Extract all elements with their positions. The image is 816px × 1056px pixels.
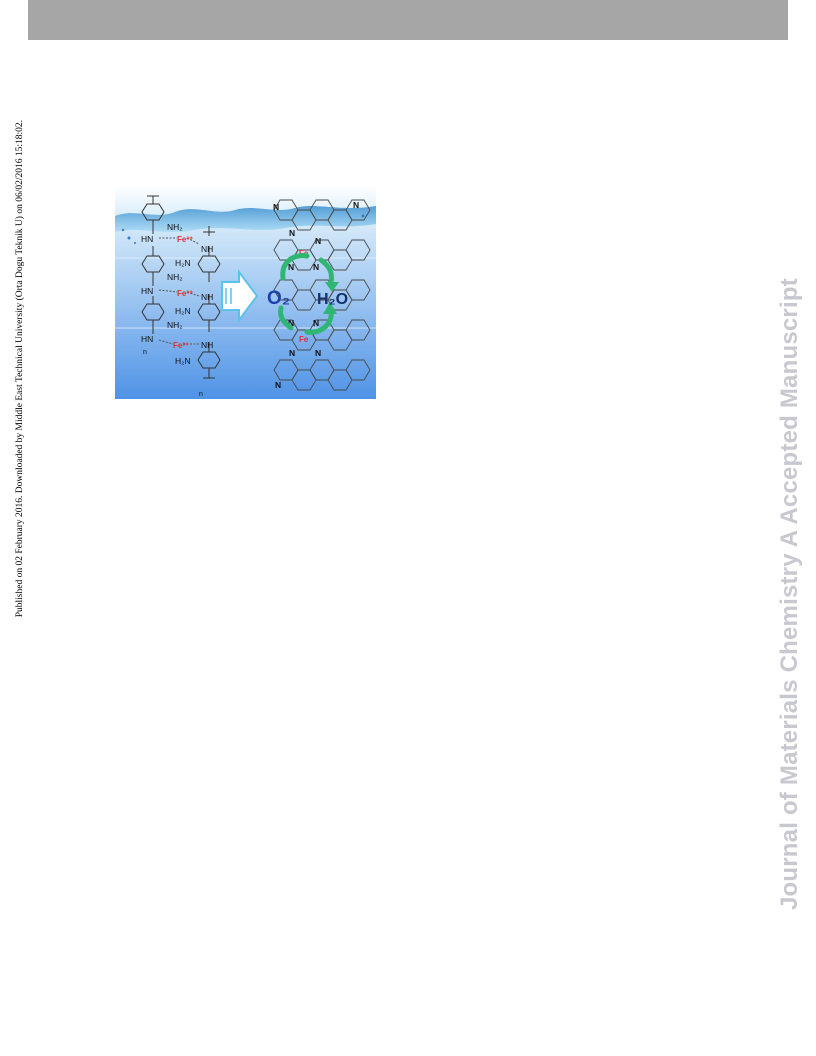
graphic-svg: NH₂ HN NH H₂N NH₂ HN NH H₂N NH₂ HN NH H₂… <box>115 186 376 399</box>
label-nh-1: NH <box>201 244 213 254</box>
label-h2o: H₂O <box>317 291 348 308</box>
label-nh2-2: NH₂ <box>167 272 183 282</box>
label-n-11: N <box>275 380 281 390</box>
toc-graphic: NH₂ HN NH H₂N NH₂ HN NH H₂N NH₂ HN NH H₂… <box>115 186 376 399</box>
label-n-2: N <box>353 200 359 210</box>
label-fe3-3: Fe³⁺ <box>173 341 189 350</box>
coordination-bonds <box>158 237 200 345</box>
cycle-arrowheads <box>323 282 339 314</box>
label-n-5: N <box>288 262 294 272</box>
label-nh2-3: NH₂ <box>167 320 183 330</box>
label-hn-1: HN <box>141 234 153 244</box>
label-fe-bottom: Fe <box>299 335 309 344</box>
label-o2: O₂ <box>267 288 290 309</box>
label-n-10: N <box>315 348 321 358</box>
label-fe3-2: Fe³⁺ <box>177 289 193 298</box>
polymer-chain <box>141 195 221 379</box>
label-hn-2: HN <box>141 286 153 296</box>
label-n-7: N <box>288 318 294 328</box>
label-n-6: N <box>313 262 319 272</box>
transformation-arrow <box>221 269 259 323</box>
label-n-repeat-1: n <box>143 349 147 356</box>
label-fe3-1: Fe³⁺ <box>177 235 193 244</box>
label-n-9: N <box>289 348 295 358</box>
label-n-8: N <box>313 318 319 328</box>
label-nh-3: NH <box>201 340 213 350</box>
label-n-repeat-2: n <box>199 391 203 398</box>
water-wave <box>115 206 376 232</box>
label-nh2-1: NH₂ <box>167 222 183 232</box>
label-h2n-2: H₂N <box>175 306 191 316</box>
label-nh-2: NH <box>201 292 213 302</box>
label-n-4: N <box>315 236 321 246</box>
label-h2n-3: H₂N <box>175 356 191 366</box>
label-n-3: N <box>289 228 295 238</box>
label-h2n-1: H₂N <box>175 258 191 268</box>
publication-note: Published on 02 February 2016. Downloade… <box>15 120 25 618</box>
label-hn-3: HN <box>141 334 153 344</box>
accepted-manuscript-watermark: Journal of Materials Chemistry A Accepte… <box>776 278 803 910</box>
label-n-1: N <box>273 202 279 212</box>
graphene-lattice <box>273 199 371 391</box>
header-bar <box>28 0 788 40</box>
